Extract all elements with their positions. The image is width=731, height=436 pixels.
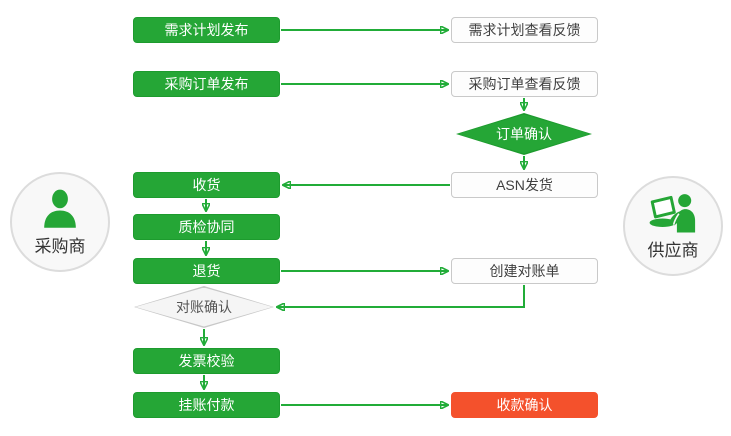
node-asn-ship: ASN发货 (451, 172, 598, 198)
diamond-label: 订单确认 (496, 126, 552, 142)
node-invoice-verify: 发票校验 (133, 348, 280, 374)
actor-supplier: 供应商 (623, 176, 723, 276)
node-demand-plan-feedback: 需求计划查看反馈 (451, 17, 598, 43)
actor-buyer-label: 采购商 (34, 237, 86, 256)
node-po-feedback: 采购订单查看反馈 (451, 71, 598, 97)
node-receive: 收货 (133, 172, 280, 198)
node-po-publish: 采购订单发布 (133, 71, 280, 97)
connector-statement-to-confirm (278, 285, 525, 307)
supplier-person-laptop-icon (649, 194, 696, 233)
node-create-statement: 创建对账单 (451, 258, 598, 284)
node-payment: 挂账付款 (133, 392, 280, 418)
node-order-confirm: 订单确认 (456, 113, 592, 155)
node-statement-confirm: 对账确认 (134, 286, 274, 328)
diamond-label: 对账确认 (176, 299, 232, 315)
actor-supplier-label: 供应商 (647, 241, 699, 260)
node-quality-check: 质检协同 (133, 214, 280, 240)
buyer-person-icon (44, 189, 76, 228)
node-receipt-confirm: 收款确认 (451, 392, 598, 418)
node-demand-plan-publish: 需求计划发布 (133, 17, 280, 43)
node-return-goods: 退货 (133, 258, 280, 284)
actor-buyer: 采购商 (10, 172, 110, 272)
